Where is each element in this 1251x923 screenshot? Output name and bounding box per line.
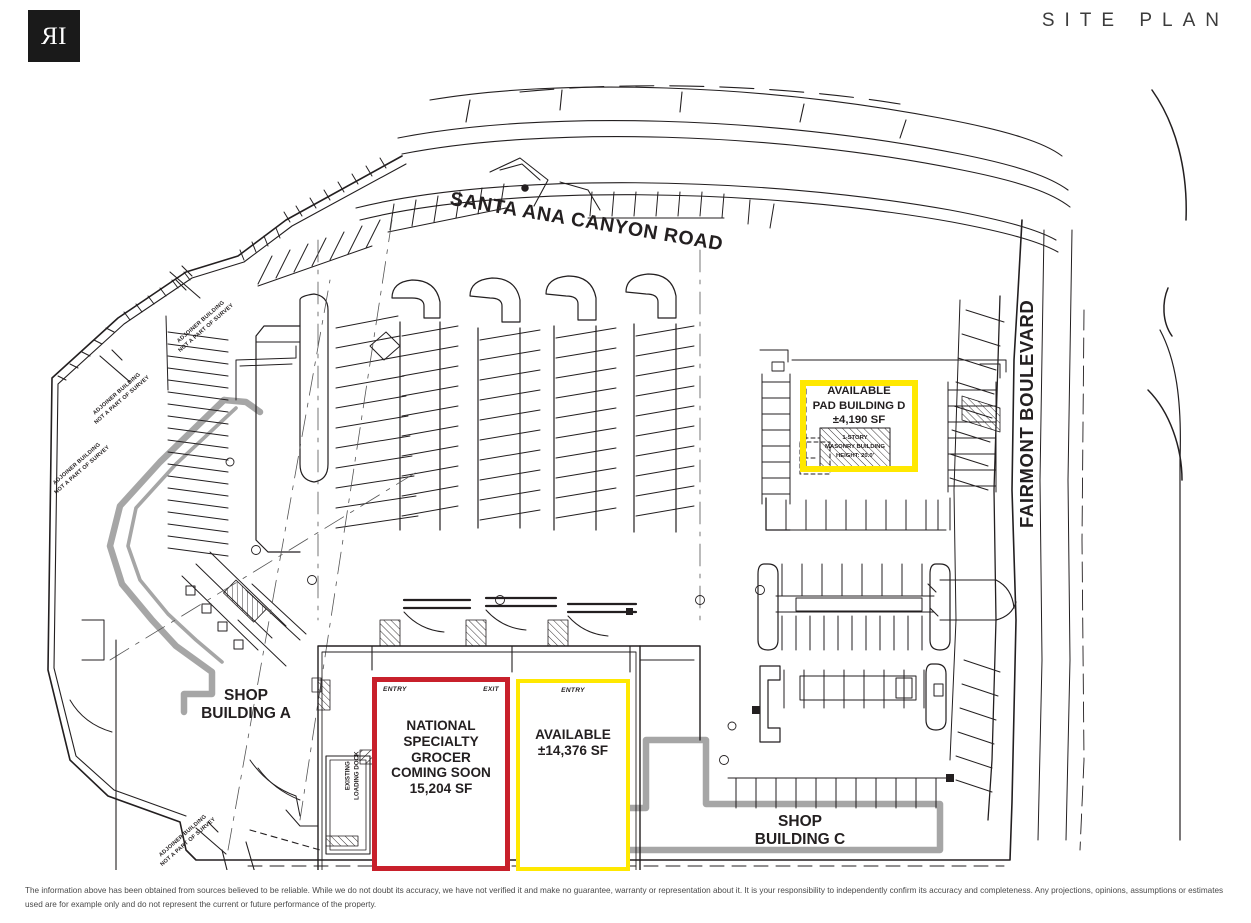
site-plan-linework (47, 85, 1187, 870)
pad-building-d-detail-note: 1-STORY MASONRY BUILDING HEIGHT: 20.0' (825, 435, 885, 459)
suite-label-grocer: NATIONAL SPECIALTY GROCER COMING SOON 15… (391, 718, 491, 797)
logo-monogram: RI (42, 22, 66, 50)
site-plan-drawing: SANTA ANA CANYON ROAD FAIRMONT BOULEVARD… (0, 60, 1251, 871)
company-logo: RI (28, 10, 80, 62)
page-title: SITE PLAN (1041, 10, 1229, 31)
suite-label-pad-building-d: AVAILABLE PAD BUILDING D ±4,190 SF (812, 385, 906, 427)
exit-tag: EXIT (483, 686, 499, 693)
legal-disclaimer: The information above has been obtained … (25, 886, 1224, 910)
suite-national-specialty-grocer[interactable]: ENTRY EXIT NATIONAL SPECIALTY GROCER COM… (372, 677, 510, 871)
suite-label-available: AVAILABLE ±14,376 SF (535, 727, 611, 758)
suite-available-14376[interactable]: ENTRY AVAILABLE ±14,376 SF (516, 679, 630, 871)
entry-tag: ENTRY (383, 686, 407, 693)
suite-pad-building-d[interactable] (800, 380, 918, 472)
entry-tag: ENTRY (561, 687, 585, 694)
loading-dock-note: EXISTING LOADING DOCK (344, 751, 360, 800)
